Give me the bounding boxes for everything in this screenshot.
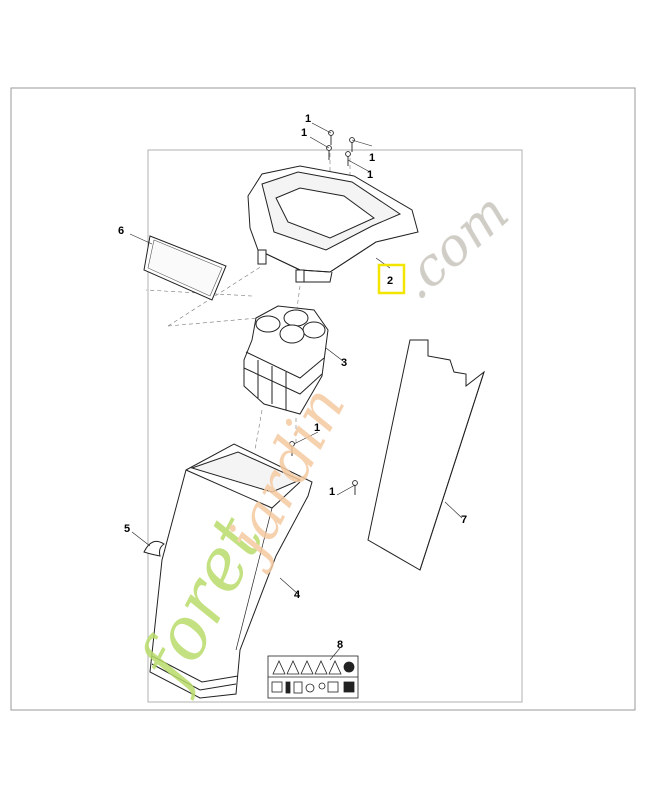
warning-label-part (267, 655, 359, 699)
callout-1[interactable]: 1 (329, 486, 335, 498)
hopper-body-part (149, 443, 313, 699)
cover-pad-part (143, 235, 227, 301)
callout-1[interactable]: 1 (367, 169, 373, 181)
callout-3[interactable]: 3 (341, 357, 347, 369)
callout-highlight-box (377, 263, 406, 295)
instruction-pictogram-icons (271, 681, 355, 694)
callout-1[interactable]: 1 (301, 127, 307, 139)
callout-7[interactable]: 7 (461, 514, 467, 526)
callout-2[interactable]: 2 (387, 275, 393, 287)
callout-1[interactable]: 1 (369, 152, 375, 164)
warning-triangle-icons (272, 660, 355, 675)
callout-5[interactable]: 5 (124, 523, 130, 535)
callout-8[interactable]: 8 (337, 639, 343, 651)
blade-housing-part (243, 305, 329, 415)
assembly-lines (145, 153, 351, 451)
callout-1[interactable]: 1 (314, 422, 320, 434)
outer-frame (10, 87, 636, 711)
watermark-text-gray: .com (387, 183, 521, 312)
inner-frame (147, 149, 523, 703)
hopper-top-part (247, 165, 419, 283)
flap-panel-part (367, 339, 485, 571)
callout-1[interactable]: 1 (305, 113, 311, 125)
callout-6[interactable]: 6 (118, 225, 124, 237)
callout-labels: 1 1 1 1 2 3 1 1 4 5 6 7 8 (118, 113, 467, 651)
callout-4[interactable]: 4 (294, 589, 301, 601)
callout-leaders (129, 122, 463, 661)
